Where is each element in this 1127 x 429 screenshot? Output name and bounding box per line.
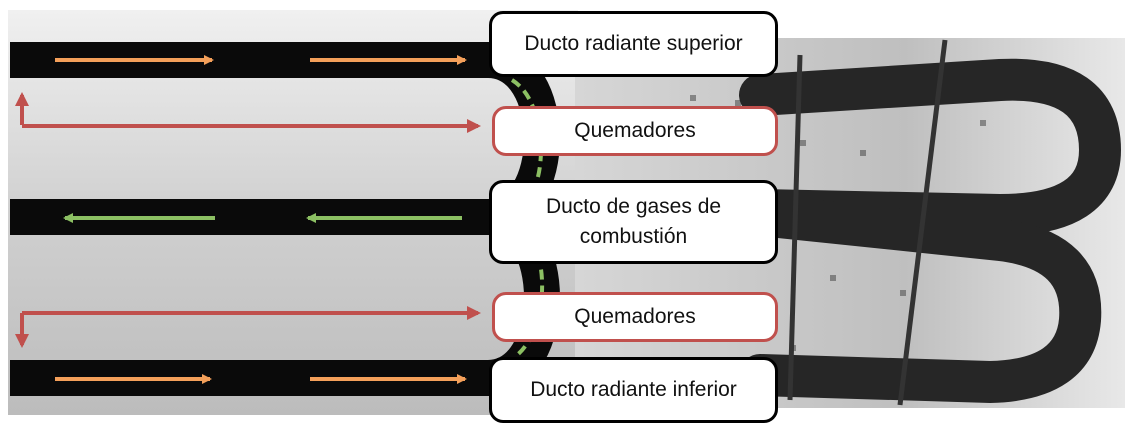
burner-arrows [15, 92, 481, 348]
burners-top-label-text: Quemadores [574, 119, 696, 142]
burners-bottom-label: Quemadores [492, 292, 778, 342]
burners-top-label: Quemadores [492, 106, 778, 156]
flue-gas-duct-label: Ducto de gases de combustión [489, 180, 778, 264]
photo-support-poles [787, 39, 948, 406]
flue-gas-duct-label-text: Ducto de gases de combustión [545, 195, 722, 248]
upper-duct-label-text: Ducto radiante superior [524, 32, 743, 55]
upper-duct-label: Ducto radiante superior [489, 11, 778, 77]
photo-ducts [739, 58, 1122, 404]
lower-duct-label-text: Ducto radiante inferior [530, 378, 737, 401]
flow-arrows [55, 55, 467, 384]
burners-bottom-label-text: Quemadores [574, 305, 696, 328]
lower-duct-label: Ducto radiante inferior [489, 357, 778, 423]
